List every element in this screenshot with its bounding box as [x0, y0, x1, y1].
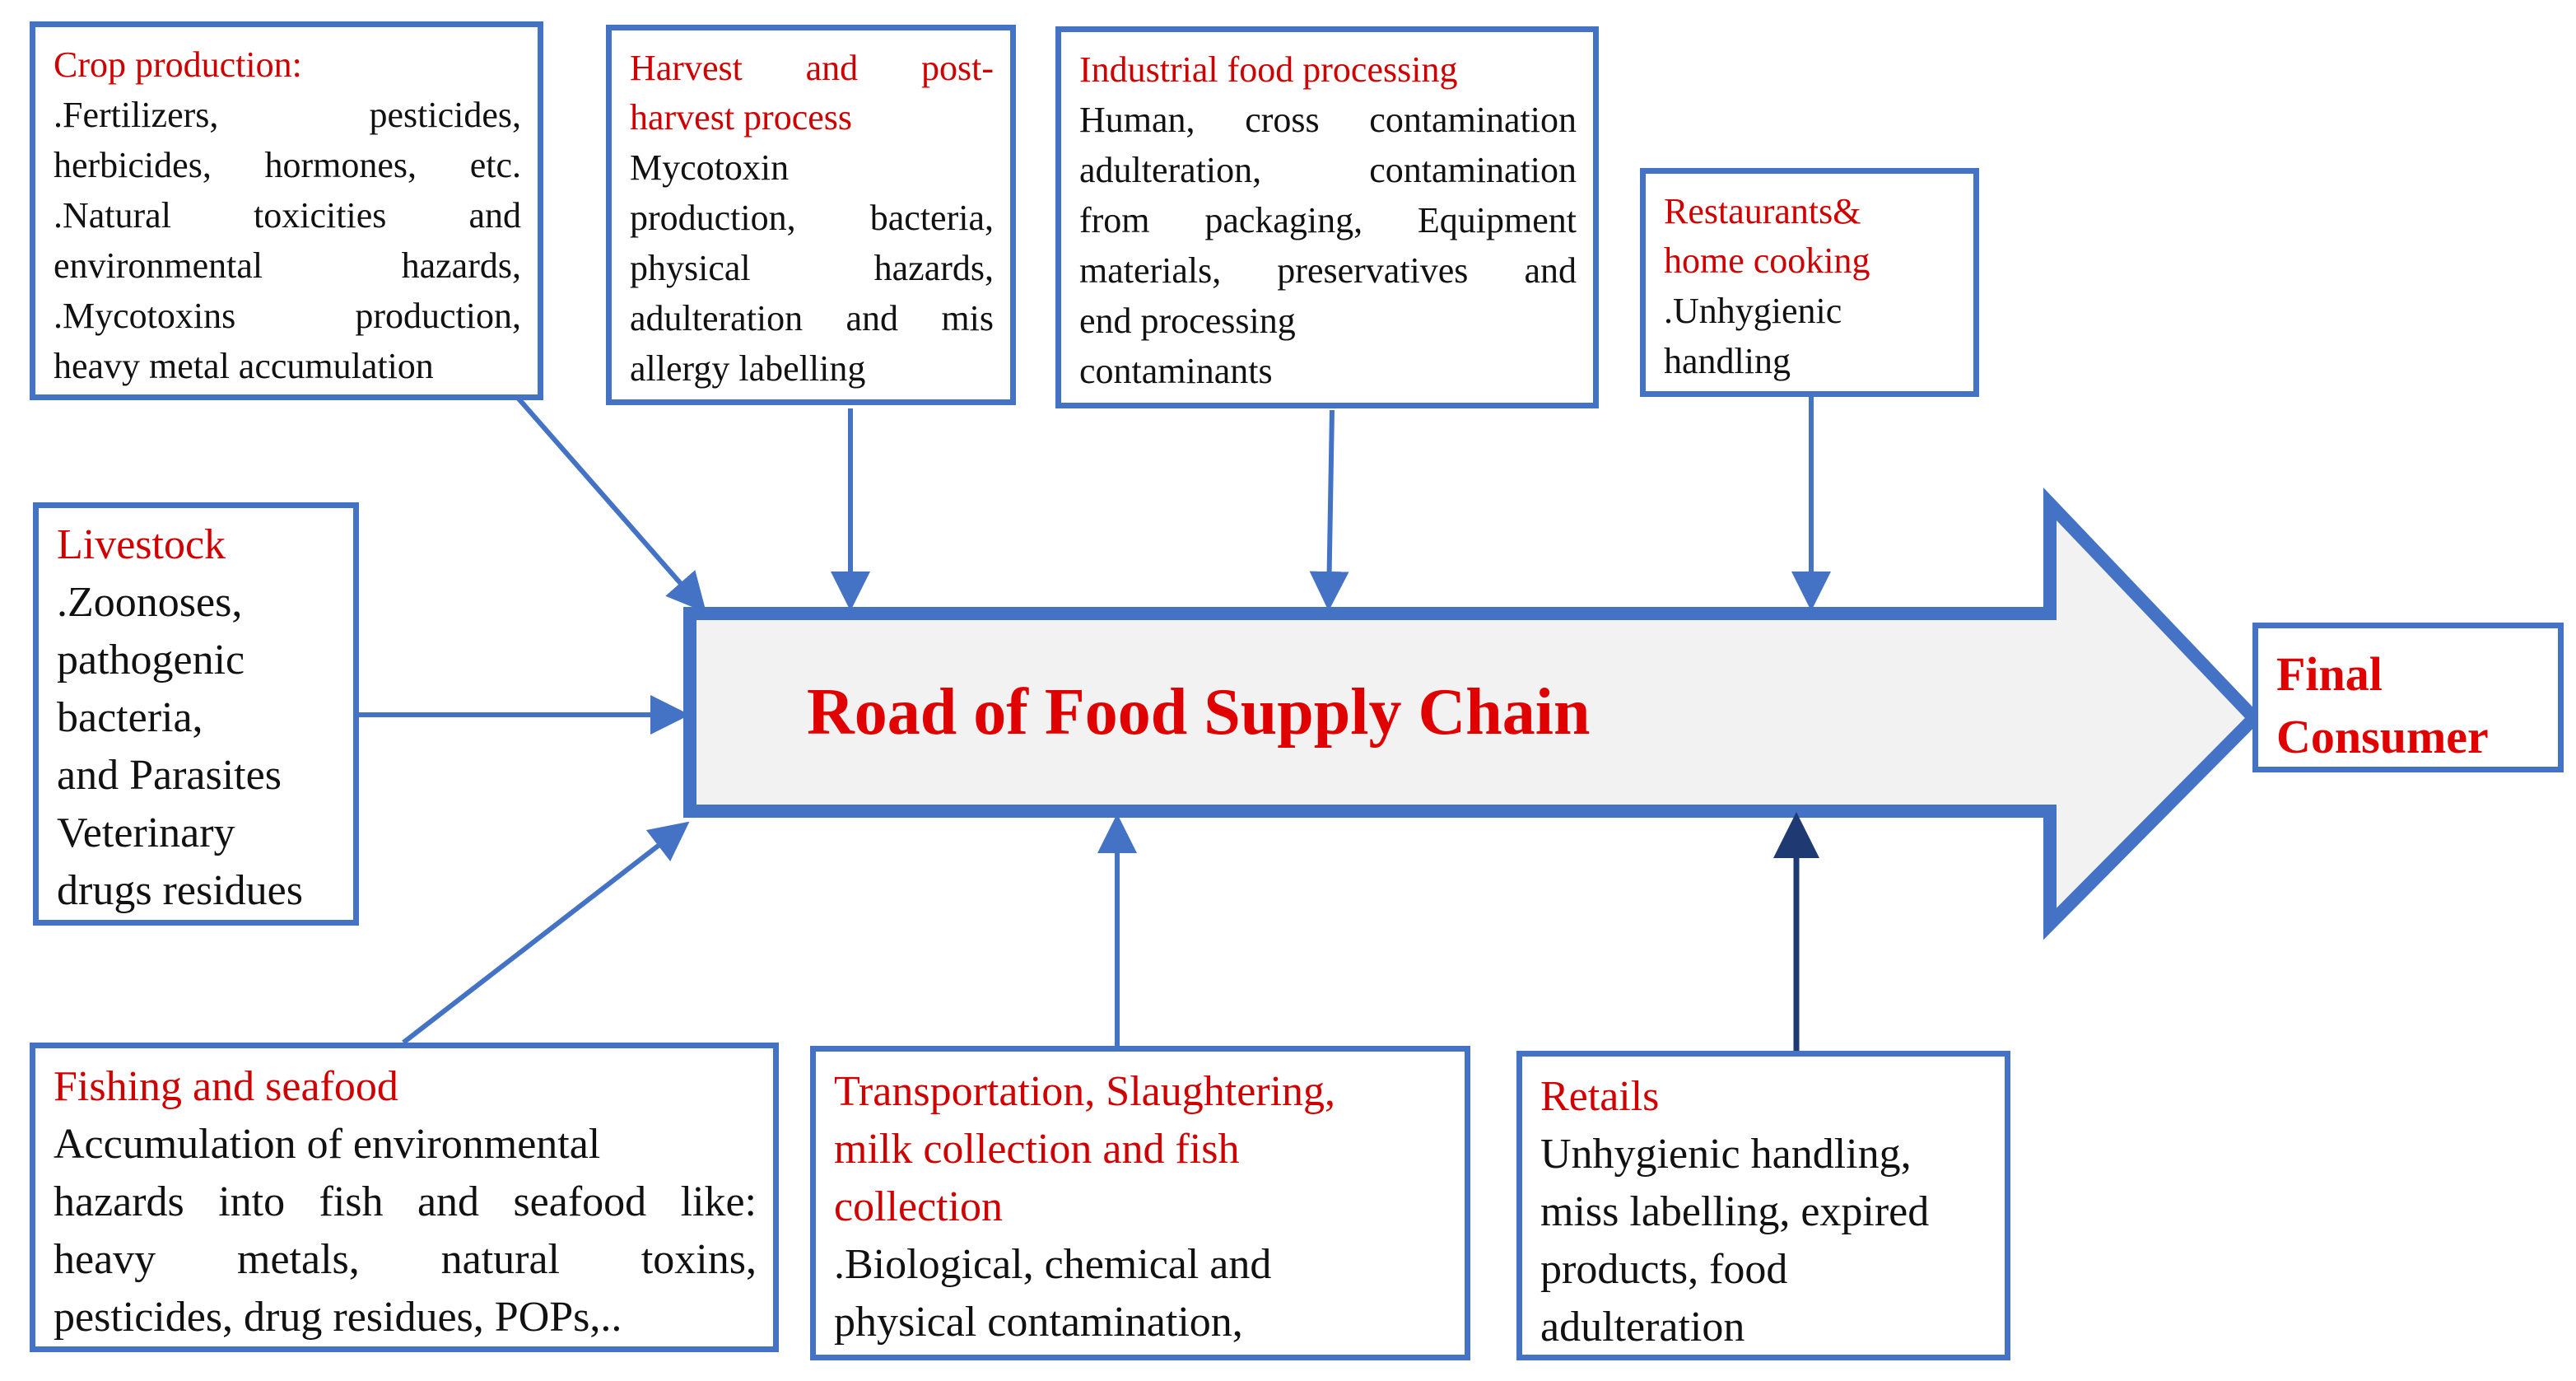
crop-production-line: environmental hazards,	[54, 245, 521, 286]
restaurants-title: home cooking	[1664, 240, 1870, 281]
transportation-line: .Biological, chemical and	[834, 1241, 1272, 1288]
livestock-line: bacteria,	[57, 694, 203, 741]
restaurants-line: .Unhygienic	[1664, 291, 1842, 331]
final-consumer-line-1: Final	[2276, 647, 2383, 701]
restaurants-line: handling	[1664, 341, 1791, 381]
livestock-line: Veterinary	[57, 809, 235, 856]
industrial-processing-line: adulteration, contamination	[1079, 150, 1577, 190]
industrial-connector	[1309, 409, 1349, 611]
retails-line: products, food	[1540, 1246, 1788, 1293]
transportation-line: physical contamination,	[834, 1299, 1243, 1346]
crop-production-line: .Natural toxicities and	[54, 195, 521, 236]
transportation-box: Transportation, Slaughtering, milk colle…	[810, 1046, 1470, 1360]
transportation-title: collection	[834, 1183, 1004, 1230]
livestock-line: and Parasites	[57, 752, 282, 799]
fishing-seafood-line: heavy metals, natural toxins,	[54, 1236, 757, 1283]
crop-connector	[515, 395, 706, 614]
retails-line: Unhygienic handling,	[1540, 1131, 1912, 1178]
livestock-box: Livestock .Zoonoses, pathogenic bacteria…	[33, 502, 359, 926]
industrial-processing-line: from packaging, Equipment	[1079, 200, 1577, 240]
restaurants-title: Restaurants&	[1664, 191, 1861, 231]
transportation-title: Transportation, Slaughtering,	[834, 1068, 1336, 1115]
fishing-seafood-line: pesticides, drug residues, POPs,..	[54, 1294, 622, 1341]
restaurants-box: Restaurants& home cooking .Unhygienic ha…	[1640, 168, 1979, 397]
harvest-title: Harvest and post-	[630, 48, 994, 88]
industrial-processing-line: Human, cross contamination	[1079, 100, 1577, 140]
crop-production-title: Crop production:	[54, 44, 302, 85]
crop-production-line: herbicides, hormones, etc.	[54, 145, 521, 185]
harvest-line: Mycotoxin	[630, 147, 790, 188]
industrial-processing-line: materials, preservatives and	[1079, 250, 1577, 291]
fishing-seafood-line: Accumulation of environmental	[54, 1121, 601, 1168]
crop-production-box: Crop production: .Fertilizers, pesticide…	[30, 21, 543, 400]
transportation-title: milk collection and fish	[834, 1126, 1240, 1173]
harvest-line: production, bacteria,	[630, 198, 994, 238]
fishing-seafood-line: hazards into fish and seafood like:	[54, 1178, 757, 1225]
retails-line: miss labelling, expired	[1540, 1188, 1930, 1235]
road-arrow	[683, 488, 2264, 940]
crop-production-line: .Mycotoxins production,	[54, 296, 521, 336]
harvest-line: physical hazards,	[630, 248, 994, 288]
harvest-title: harvest process	[630, 97, 853, 138]
road-label: Road of Food Supply Chain	[807, 676, 1591, 749]
final-consumer-line-2: Consumer	[2276, 710, 2489, 763]
harvest-box: Harvest and post- harvest process Mycoto…	[606, 25, 1016, 405]
crop-production-line: heavy metal accumulation	[54, 346, 434, 386]
fishing-connector	[402, 821, 690, 1045]
retails-box: Retails Unhygienic handling, miss labell…	[1516, 1051, 2010, 1360]
fishing-seafood-box: Fishing and seafood Accumulation of envi…	[30, 1043, 779, 1352]
retails-line: adulteration	[1540, 1304, 1745, 1351]
industrial-processing-line: end processing	[1079, 301, 1296, 341]
harvest-line: adulteration and mis	[630, 298, 994, 338]
industrial-processing-line: contaminants	[1079, 351, 1273, 391]
livestock-title: Livestock	[57, 521, 226, 568]
livestock-line: .Zoonoses,	[57, 579, 243, 626]
fishing-seafood-title: Fishing and seafood	[54, 1063, 398, 1110]
retails-title: Retails	[1540, 1073, 1660, 1120]
industrial-processing-box: Industrial food processing Human, cross …	[1055, 26, 1599, 408]
final-consumer-box: Final Consumer	[2252, 623, 2564, 772]
livestock-line: pathogenic	[57, 637, 245, 684]
industrial-processing-title: Industrial food processing	[1079, 49, 1458, 90]
harvest-line: allergy labelling	[630, 348, 866, 389]
livestock-line: drugs residues	[57, 867, 303, 914]
crop-production-line: .Fertilizers, pesticides,	[54, 95, 521, 135]
